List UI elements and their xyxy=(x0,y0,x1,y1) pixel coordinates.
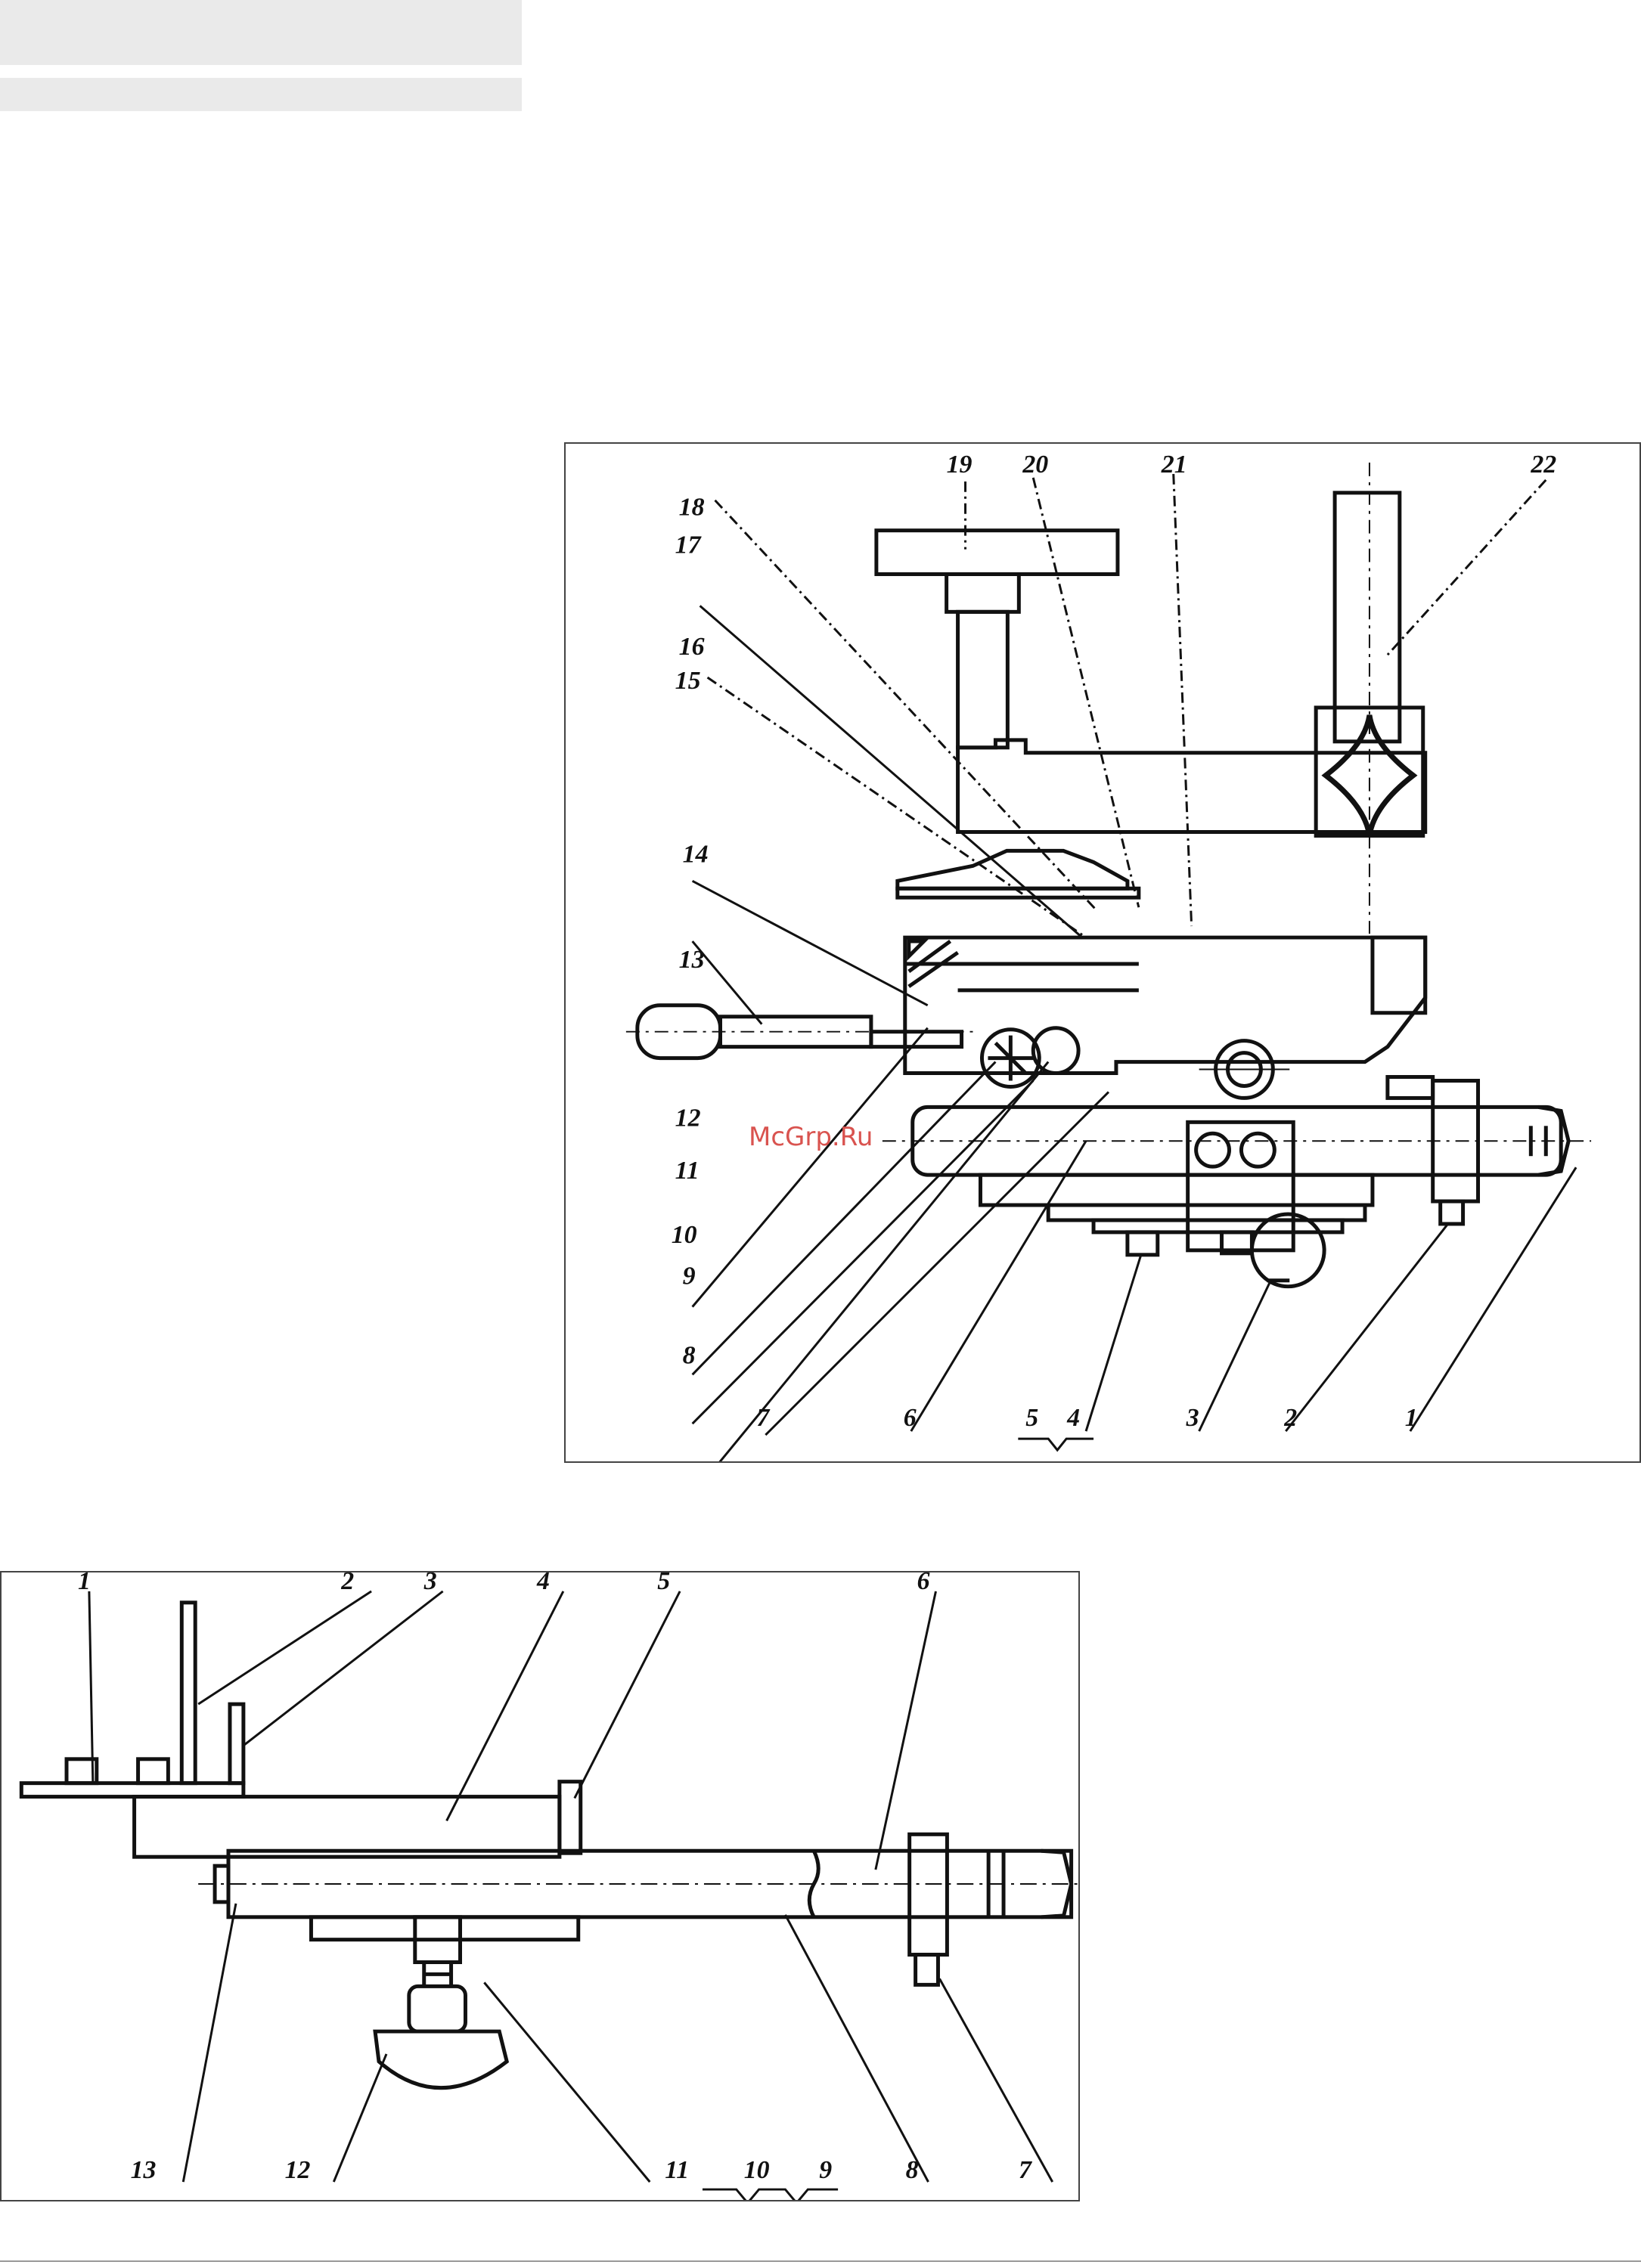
fig1-label-12: 12 xyxy=(675,1104,701,1132)
fig2-label-4: 4 xyxy=(536,1572,550,1595)
torch-holder xyxy=(1335,493,1400,742)
fig1-label-19: 19 xyxy=(947,451,973,479)
fig1-label-7: 7 xyxy=(756,1404,771,1432)
figure-1-drawing: 1 2 3 4 5 6 7 8 9 10 11 12 13 14 15 16 1… xyxy=(564,442,1641,1463)
fig1-label-2: 2 xyxy=(1283,1404,1297,1432)
fig2-label-8: 8 xyxy=(906,2156,919,2184)
pin-3 xyxy=(230,1704,244,1783)
fig2-label-5: 5 xyxy=(657,1572,670,1595)
fig1-label-14: 14 xyxy=(683,840,709,868)
fig1-label-6: 6 xyxy=(904,1404,917,1432)
fig1-label-18: 18 xyxy=(679,494,705,522)
locking-knob xyxy=(375,2031,507,2088)
figure-2-svg: 1 2 3 4 5 6 7 8 9 10 11 12 13 xyxy=(2,1572,1078,2200)
upper-bar xyxy=(135,1797,560,1857)
fig1-label-22: 22 xyxy=(1530,451,1556,479)
fig2-label-11: 11 xyxy=(665,2156,689,2184)
fig1-label-16: 16 xyxy=(679,633,705,661)
page-bottom-rule xyxy=(0,2260,1641,2262)
fig2-label-13: 13 xyxy=(131,2156,157,2184)
fig1-label-13: 13 xyxy=(679,946,705,974)
fig1-label-1: 1 xyxy=(1405,1404,1418,1432)
fig1-label-5: 5 xyxy=(1025,1404,1038,1432)
fig1-label-20: 20 xyxy=(1022,451,1048,479)
fig1-label-3: 3 xyxy=(1186,1404,1199,1432)
figure-2-drawing: 1 2 3 4 5 6 7 8 9 10 11 12 13 xyxy=(0,1571,1080,2201)
fig1-label-21: 21 xyxy=(1161,451,1187,479)
header-bar-bottom xyxy=(0,78,522,111)
fig2-label-6: 6 xyxy=(917,1572,930,1595)
header-bar-top xyxy=(0,0,522,65)
fig2-label-3: 3 xyxy=(423,1572,437,1595)
fig1-label-9: 9 xyxy=(683,1263,696,1290)
pin-2 xyxy=(181,1603,195,1783)
fig2-label-7: 7 xyxy=(1019,2156,1033,2184)
fig1-label-15: 15 xyxy=(675,667,701,695)
upper-arm xyxy=(958,740,1425,832)
watermark-text: McGrp.Ru xyxy=(749,1122,873,1152)
fig2-label-10: 10 xyxy=(744,2156,770,2184)
fig1-label-17: 17 xyxy=(675,531,703,559)
fig1-label-4: 4 xyxy=(1066,1404,1080,1432)
fig1-label-8: 8 xyxy=(683,1341,696,1369)
fig2-label-9: 9 xyxy=(819,2156,832,2184)
fig2-label-2: 2 xyxy=(340,1572,354,1595)
fig2-label-12: 12 xyxy=(285,2156,311,2184)
figure-1-svg: 1 2 3 4 5 6 7 8 9 10 11 12 13 14 15 16 1… xyxy=(566,444,1639,1461)
fig1-label-11: 11 xyxy=(675,1157,700,1185)
top-handwheel-bar xyxy=(876,531,1118,575)
fig1-label-10: 10 xyxy=(672,1221,697,1249)
fig2-label-1: 1 xyxy=(78,1572,91,1595)
